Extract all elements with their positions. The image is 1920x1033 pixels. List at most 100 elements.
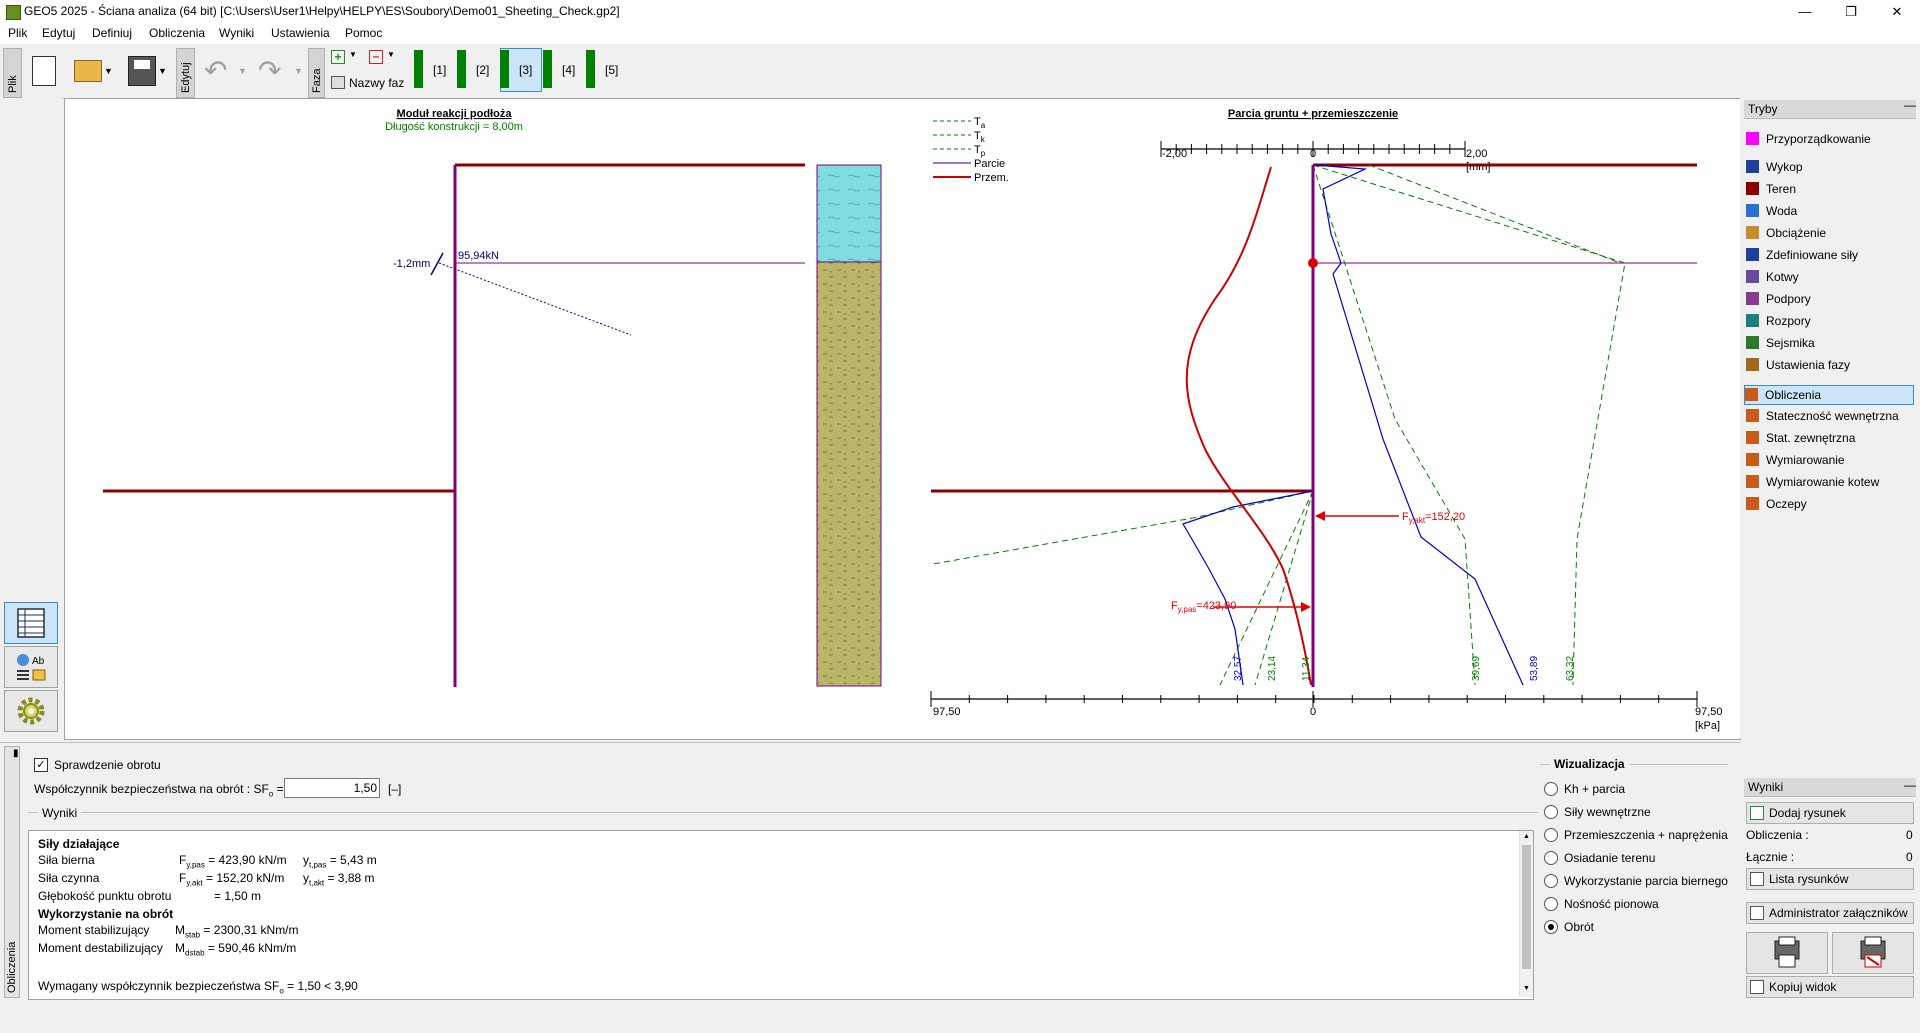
drawing-canvas[interactable]: Moduł reakcji podłoża Długość konstrukcj… <box>64 98 1741 740</box>
close-button[interactable]: ✕ <box>1891 4 1903 19</box>
window-title: GEO5 2025 - Ściana analiza (64 bit) [C:\… <box>24 4 620 18</box>
obliczenia-vertical-tab[interactable]: Obliczenia <box>4 746 20 998</box>
vis-option-label[interactable]: Przemieszczenia + naprężenia <box>1564 828 1728 842</box>
ta-line <box>1312 164 1626 686</box>
mode-obliczenia[interactable]: Obliczenia <box>1744 385 1914 405</box>
passive-y-value: yt,pas = 5,43 m <box>303 853 377 870</box>
utilization-header: Wykorzystanie na obrót <box>38 907 174 921</box>
results-scrollbar[interactable]: ▲ ▼ <box>1519 831 1533 997</box>
menu-plik[interactable]: Plik <box>8 26 28 40</box>
right-chart-title: Parcia gruntu + przemieszczenie <box>1228 108 1398 120</box>
menu-definiuj[interactable]: Definiuj <box>92 26 133 40</box>
mode-zdefiniowane-sily[interactable]: Zdefiniowane siły <box>1746 246 1910 264</box>
copy-view-button[interactable]: Kopiuj widok <box>1746 976 1914 998</box>
vis-option-label[interactable]: Wykorzystanie parcia biernego <box>1564 874 1728 888</box>
sf-input[interactable]: 1,50 <box>284 778 380 798</box>
stage-1-marker <box>414 50 423 88</box>
plik-tab[interactable]: Plik <box>3 48 22 98</box>
toolbar: Plik ▼ ▼ Edytuj ↶ ▼ ↷ ▼ Faza + ▼ – ▼ Naz… <box>0 44 1920 99</box>
mode-wymiarowanie-kotew[interactable]: Wymiarowanie kotew <box>1746 473 1910 491</box>
mode-icon <box>1746 292 1759 305</box>
force-label: 95,94kN <box>458 250 499 262</box>
stage-3-marker <box>500 50 509 88</box>
open-dropdown-icon[interactable]: ▼ <box>104 66 113 76</box>
mode-woda[interactable]: Woda <box>1746 202 1910 220</box>
mode-icon <box>1746 475 1759 488</box>
active-force-label: Siła czynna <box>38 871 100 885</box>
scroll-thumb <box>1522 845 1531 969</box>
water-layer <box>816 164 882 263</box>
stage-3-button[interactable]: [3] <box>519 63 533 77</box>
list-icon <box>1750 872 1764 886</box>
add-stage-dropdown-icon[interactable]: ▼ <box>349 50 357 59</box>
mode-oczepy[interactable]: Oczepy <box>1746 495 1910 513</box>
vis-radio[interactable] <box>1544 851 1558 865</box>
vis-radio[interactable] <box>1544 828 1558 842</box>
undo-icon[interactable]: ↶ <box>204 55 228 86</box>
tk-passive-line <box>1254 490 1314 686</box>
new-file-icon[interactable] <box>32 56 56 86</box>
vis-option-label[interactable]: Kh + parcia <box>1564 782 1626 796</box>
edytuj-tab[interactable]: Edytuj <box>176 48 195 98</box>
vis-option-label[interactable]: Siły wewnętrzne <box>1564 805 1651 819</box>
stage-2-button[interactable]: [2] <box>476 63 490 77</box>
rotation-check-checkbox[interactable]: ✓ <box>34 758 48 772</box>
menu-obliczenia[interactable]: Obliczenia <box>149 26 206 40</box>
vis-radio[interactable] <box>1544 874 1558 888</box>
stage-2-marker <box>457 50 466 88</box>
stage-1-button[interactable]: [1] <box>433 63 447 77</box>
mode-ustawienia-fazy[interactable]: Ustawienia fazy <box>1746 356 1910 374</box>
legend-view-button[interactable]: Ab <box>4 646 58 688</box>
maximize-button[interactable]: ❐ <box>1845 4 1857 19</box>
vis-option-label[interactable]: Osiadanie terenu <box>1564 851 1656 865</box>
mode-sejsmika[interactable]: Sejsmika <box>1746 334 1910 352</box>
add-stage-icon[interactable]: + <box>331 50 345 64</box>
menu-wyniki[interactable]: Wyniki <box>219 26 255 40</box>
settings-button[interactable] <box>4 690 58 732</box>
drawing-list-button[interactable]: Lista rysunków <box>1746 868 1914 890</box>
attachments-button[interactable]: Administrator załączników <box>1746 902 1914 924</box>
mode-wymiarowanie[interactable]: Wymiarowanie <box>1746 451 1910 469</box>
mode-label: Rozpory <box>1766 314 1811 328</box>
menu-pomoc[interactable]: Pomoc <box>345 26 383 40</box>
redo-icon[interactable]: ↷ <box>258 55 282 86</box>
table-view-button[interactable] <box>4 602 58 644</box>
vis-radio[interactable] <box>1544 897 1558 911</box>
mode-rozpory[interactable]: Rozpory <box>1746 312 1910 330</box>
add-drawing-button[interactable]: Dodaj rysunek <box>1746 802 1914 824</box>
print-pdf-button[interactable] <box>1832 932 1914 974</box>
mode-label: Wykop <box>1766 160 1803 174</box>
mode-podpory[interactable]: Podpory <box>1746 290 1910 308</box>
redo-dropdown-icon[interactable]: ▼ <box>294 66 303 76</box>
vis-radio[interactable] <box>1544 805 1558 819</box>
mode-stat-zewnetrzna[interactable]: Stat. zewnętrzna <box>1746 429 1910 447</box>
remove-stage-icon[interactable]: – <box>369 50 383 64</box>
mode-obciazenie[interactable]: Obciążenie <box>1746 224 1910 242</box>
stage-5-button[interactable]: [5] <box>605 63 619 77</box>
remove-stage-dropdown-icon[interactable]: ▼ <box>387 50 395 59</box>
save-dropdown-icon[interactable]: ▼ <box>158 66 167 76</box>
vis-option-label[interactable]: Nośność pionowa <box>1564 897 1659 911</box>
undo-dropdown-icon[interactable]: ▼ <box>238 66 247 76</box>
vis-option-label[interactable]: Obrót <box>1564 920 1595 934</box>
stage-names-button[interactable]: Nazwy faz <box>349 76 405 90</box>
open-folder-icon[interactable] <box>74 60 102 82</box>
mode-przyporzadkowanie[interactable]: Przyporządkowanie <box>1746 130 1910 148</box>
pin-icon[interactable]: ▮ <box>13 748 19 759</box>
faza-tab[interactable]: Faza <box>308 48 325 98</box>
vis-radio[interactable] <box>1544 920 1558 934</box>
mode-teren[interactable]: Teren <box>1746 180 1910 198</box>
save-icon[interactable] <box>128 56 156 86</box>
active-y-value: yt,akt = 3,88 m <box>303 871 375 888</box>
print-button[interactable] <box>1746 932 1828 974</box>
menu-ustawienia[interactable]: Ustawienia <box>271 26 330 40</box>
stage-4-button[interactable]: [4] <box>562 63 576 77</box>
mode-statecznosc-wewnetrzna[interactable]: Stateczność wewnętrzna <box>1746 407 1910 425</box>
vis-radio[interactable] <box>1544 782 1558 796</box>
mode-wykop[interactable]: Wykop <box>1746 158 1910 176</box>
mode-kotwy[interactable]: Kotwy <box>1746 268 1910 286</box>
collapse-icon: — <box>1904 778 1916 792</box>
minimize-button[interactable]: — <box>1798 4 1812 19</box>
mode-label: Oczepy <box>1766 497 1807 511</box>
menu-edytuj[interactable]: Edytuj <box>42 26 76 40</box>
